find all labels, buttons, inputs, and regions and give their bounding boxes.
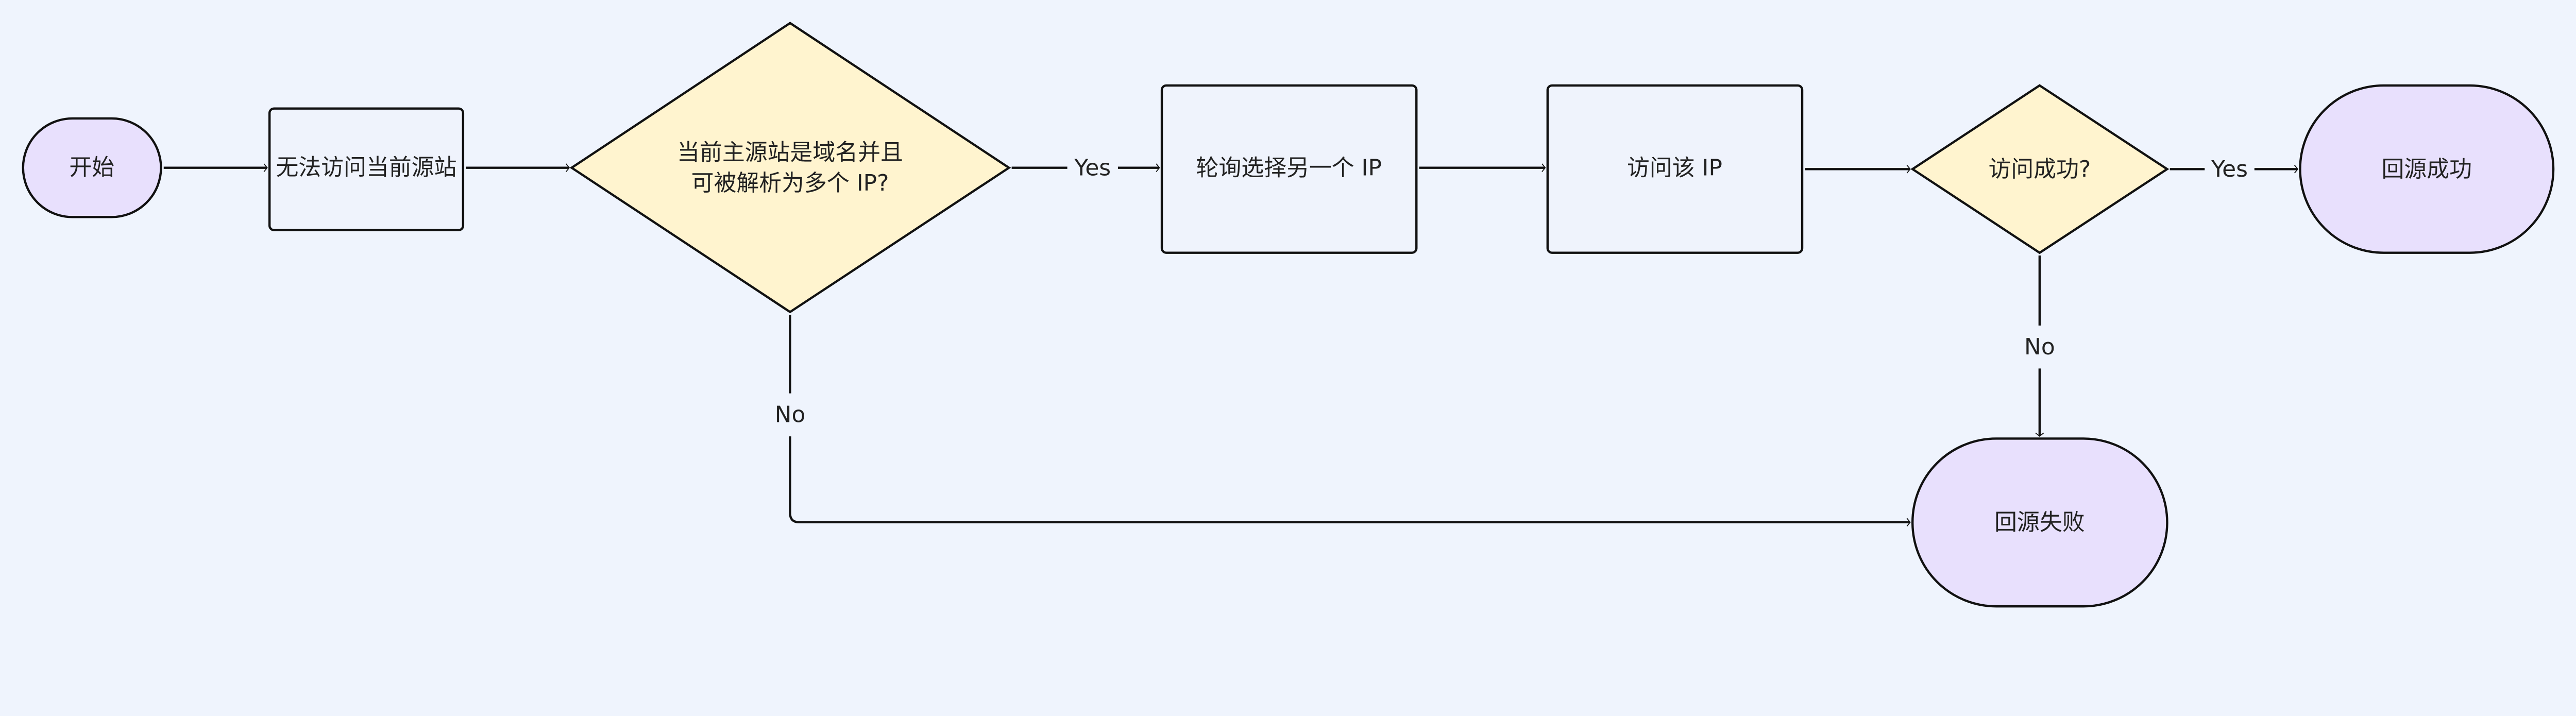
node-fail[interactable]: 回源失败 bbox=[1911, 437, 2168, 608]
node-cannot-access-label: 无法访问当前源站 bbox=[276, 154, 457, 180]
edge-decision-no bbox=[789, 314, 1911, 527]
edge-label-yes: Yes bbox=[1074, 155, 1111, 181]
node-decision-domain-line2: 可被解析为多个 IP? bbox=[691, 170, 889, 196]
node-poll-ip-label: 轮询选择另一个 IP bbox=[1196, 155, 1381, 181]
edge-label-no-2: No bbox=[2024, 334, 2055, 360]
node-fail-label: 回源失败 bbox=[1994, 509, 2085, 535]
flowchart: Yes Yes No No 开始 无法访问当前源站 当前主源站是域名并且 可被解… bbox=[22, 22, 2555, 608]
node-decision-success-label: 访问成功? bbox=[1988, 156, 2091, 182]
edge-label-yes-2: Yes bbox=[2211, 156, 2248, 182]
node-start[interactable]: 开始 bbox=[22, 117, 162, 218]
node-decision-domain-line1: 当前主源站是域名并且 bbox=[677, 139, 903, 165]
node-success-label: 回源成功 bbox=[2382, 156, 2472, 182]
node-access-ip[interactable]: 访问该 IP bbox=[1546, 84, 1804, 254]
node-start-label: 开始 bbox=[69, 154, 114, 180]
node-decision-domain[interactable]: 当前主源站是域名并且 可被解析为多个 IP? bbox=[569, 22, 1011, 314]
node-poll-ip[interactable]: 轮询选择另一个 IP bbox=[1160, 84, 1418, 254]
node-access-ip-label: 访问该 IP bbox=[1627, 155, 1722, 181]
node-success[interactable]: 回源成功 bbox=[2299, 84, 2555, 254]
edge-label-no: No bbox=[775, 402, 806, 428]
node-cannot-access[interactable]: 无法访问当前源站 bbox=[268, 107, 465, 231]
node-decision-success[interactable]: 访问成功? bbox=[1910, 84, 2170, 254]
